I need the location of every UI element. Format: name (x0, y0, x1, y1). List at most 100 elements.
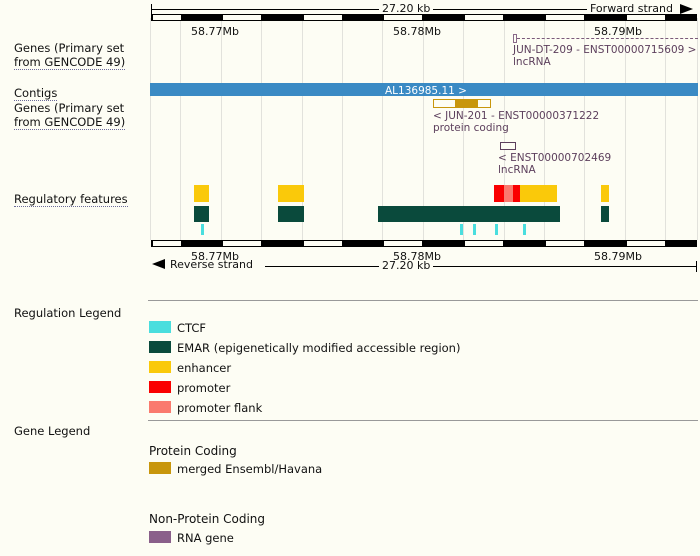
legend-swatch-promoter (149, 381, 171, 393)
gridline (697, 18, 698, 240)
regulatory-ctcf[interactable] (473, 224, 476, 235)
ruler-tick-label: 58.77Mb (191, 25, 239, 38)
ruler-tick-label: 58.79Mb (594, 250, 642, 263)
ruler-segment (223, 15, 261, 20)
genome-browser-canvas[interactable]: 27.20 kb Forward strand 58.77Mb 58.78Mb … (150, 0, 698, 280)
gridline (584, 18, 585, 240)
gridline (625, 18, 626, 240)
gene-legend-divider (148, 420, 698, 421)
genes-bottom-label-line1: Genes (Primary set (14, 101, 125, 115)
regulatory-promoter[interactable] (513, 185, 520, 202)
gene-dash-cap (513, 34, 517, 43)
regulatory-enhancer[interactable] (278, 185, 304, 202)
gridline (423, 18, 424, 240)
ruler-tick-label: 58.77Mb (191, 250, 239, 263)
ruler-segment (465, 241, 503, 246)
regulatory-enhancer[interactable] (194, 185, 209, 202)
gridline (150, 18, 151, 240)
gene-dashed-line (517, 38, 698, 39)
ruler-segment (384, 15, 422, 20)
region-length-top: 27.20 kb (382, 2, 431, 15)
region-length-bottom: 27.20 kb (382, 259, 431, 272)
regulatory-ctcf[interactable] (201, 224, 204, 235)
regulatory-features-label: Regulatory features (14, 192, 128, 207)
forward-strand-label: Forward strand (590, 2, 673, 15)
regulatory-ctcf[interactable] (460, 224, 463, 235)
legend-label-emar: EMAR (epigenetically modified accessible… (177, 341, 461, 355)
gene-legend-heading-non-protein-coding: Non-Protein Coding (149, 512, 266, 526)
ruler-segment (546, 15, 584, 20)
ruler-segment (384, 241, 422, 246)
ruler-segment (153, 241, 181, 246)
track-label-contigs[interactable]: Contigs (14, 86, 146, 101)
gridline (342, 18, 343, 240)
ruler-segment (223, 241, 261, 246)
regulatory-ctcf[interactable] (495, 224, 498, 235)
regulation-legend-divider (148, 300, 698, 301)
gridline (302, 18, 303, 240)
legend-swatch-rna-gene (149, 531, 171, 543)
regulatory-ctcf[interactable] (523, 224, 526, 235)
legend-swatch-promoter-flank (149, 401, 171, 413)
gene-name: JUN-DT-209 - ENST00000715609 > (513, 44, 697, 56)
scale-measure-line-left (151, 9, 379, 10)
scale-measure-line-left-bottom (265, 266, 379, 267)
gridline (504, 18, 505, 240)
scale-measure-line-right-bottom (433, 266, 696, 267)
scale-measure-line-right (433, 9, 587, 10)
regulation-legend-title: Regulation Legend (14, 306, 122, 320)
regulatory-promoter-flank[interactable] (504, 185, 513, 202)
ruler-bar-bottom[interactable] (151, 240, 697, 247)
ruler-tick-label: 58.78Mb (393, 250, 441, 263)
ruler-bar-top[interactable] (151, 14, 697, 21)
ruler-segment (153, 15, 181, 20)
legend-label-rna-gene: RNA gene (177, 531, 234, 545)
legend-label-promoter-flank: promoter flank (177, 401, 263, 415)
contig-name: AL136985.11 > (385, 85, 467, 97)
genes-top-label-line1: Genes (Primary set (14, 41, 125, 55)
reverse-strand-label: Reverse strand (170, 258, 253, 271)
legend-swatch-merged-ensembl-havana (149, 462, 171, 474)
regulatory-enhancer[interactable] (601, 185, 609, 202)
regulatory-enhancer[interactable] (520, 185, 557, 202)
ruler-segment (546, 241, 584, 246)
legend-swatch-ctcf (149, 321, 171, 333)
regulatory-promoter[interactable] (494, 185, 504, 202)
legend-label-merged-ensembl-havana: merged Ensembl/Havana (177, 462, 323, 476)
gene-label-jun-dt-209[interactable]: JUN-DT-209 - ENST00000715609 > lncRNA (513, 44, 696, 68)
ruler-segment (627, 15, 665, 20)
track-label-genes-bottom: Genes (Primary set from GENCODE 49) (14, 101, 146, 130)
legend-label-promoter: promoter (177, 381, 231, 395)
gene-legend-heading-protein-coding: Protein Coding (149, 444, 237, 458)
regulatory-emar[interactable] (378, 206, 560, 222)
regulatory-emar[interactable] (194, 206, 209, 222)
gene-label-enst00000702469[interactable]: < ENST00000702469 lncRNA (498, 152, 611, 176)
legend-swatch-emar (149, 341, 171, 353)
gridline (382, 18, 383, 240)
track-label-genes-top: Genes (Primary set from GENCODE 49) (14, 41, 146, 70)
gene-label-jun-201[interactable]: < JUN-201 - ENST00000371222 protein codi… (433, 110, 599, 134)
gridline (463, 18, 464, 240)
gridline (180, 18, 181, 240)
gene-legend-title: Gene Legend (14, 424, 91, 438)
gene-name: < JUN-201 - ENST00000371222 (433, 110, 600, 122)
contig-bar[interactable] (150, 83, 698, 96)
gene-biotype: protein coding (433, 122, 509, 134)
genes-bottom-label-line2: from GENCODE 49) (14, 115, 126, 130)
ruler-segment (304, 241, 342, 246)
regulatory-emar[interactable] (601, 206, 609, 222)
gene-exon-box-enst00000702469[interactable] (500, 142, 516, 150)
regulatory-emar[interactable] (278, 206, 304, 222)
contigs-label: Contigs (14, 86, 58, 101)
gene-biotype: lncRNA (498, 164, 536, 176)
gridline (221, 18, 222, 240)
gene-biotype: lncRNA (513, 56, 551, 68)
track-label-regulatory-features[interactable]: Regulatory features (14, 192, 146, 207)
ruler-segment (627, 241, 665, 246)
legend-label-ctcf: CTCF (177, 321, 207, 335)
ruler-segment (465, 15, 503, 20)
gridline (665, 18, 666, 240)
ruler-tick-label: 58.78Mb (393, 25, 441, 38)
reverse-strand-arrow-icon (152, 259, 165, 269)
ruler-tick-label: 58.79Mb (594, 25, 642, 38)
